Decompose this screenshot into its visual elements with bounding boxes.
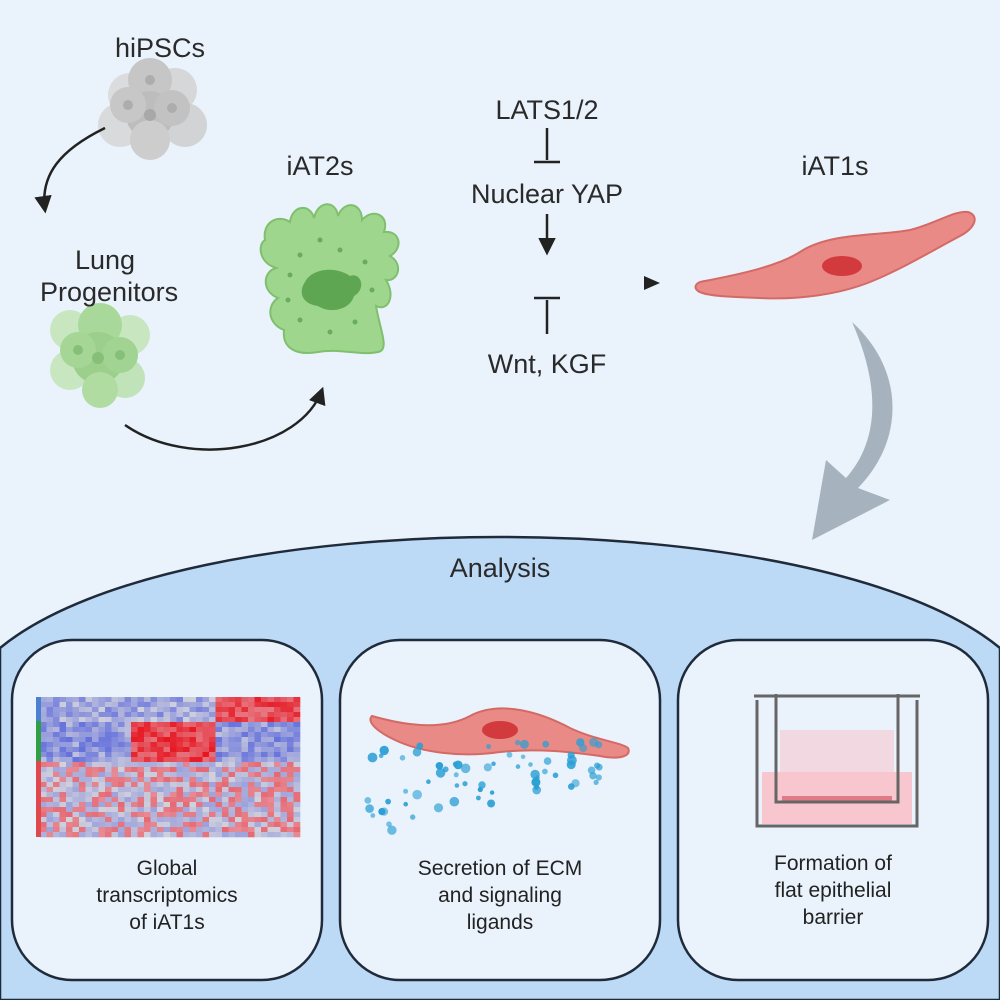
iat2-cell-icon	[259, 203, 400, 355]
label-hipscs: hiPSCs	[114, 33, 206, 63]
heatmap-icon	[36, 697, 301, 838]
secreted-ligand-dots	[364, 737, 603, 835]
panel-3-caption: Formation of flat epithelial barrier	[774, 852, 892, 929]
label-wnt-kgf: Wnt, KGF	[487, 349, 607, 379]
progenitor-cluster-icon	[50, 303, 150, 408]
panel-1-caption: Global transcriptomics of iAT1s	[96, 857, 238, 934]
secreting-cell-icon	[369, 707, 630, 759]
label-nuclear-yap: Nuclear YAP	[470, 179, 624, 209]
label-analysis: Analysis	[449, 553, 551, 583]
panel-2-caption: Secretion of ECM and signaling ligands	[417, 857, 583, 934]
arrow-progenitor-to-iat2	[124, 386, 326, 451]
arrow-to-analysis	[812, 322, 893, 540]
iat1-cell-icon	[694, 210, 976, 300]
label-lung-progenitors: Lung Progenitors	[40, 245, 179, 307]
label-iat2s: iAT2s	[286, 151, 354, 181]
label-iat1s: iAT1s	[801, 151, 869, 181]
label-lats: LATS1/2	[495, 95, 599, 125]
hipsc-cluster-icon	[98, 58, 207, 160]
signaling-pathway	[534, 128, 560, 334]
arrow-iat2-to-iat1-head	[644, 276, 660, 290]
transwell-icon	[754, 694, 920, 828]
arrow-hipsc-to-progenitor	[34, 126, 106, 214]
